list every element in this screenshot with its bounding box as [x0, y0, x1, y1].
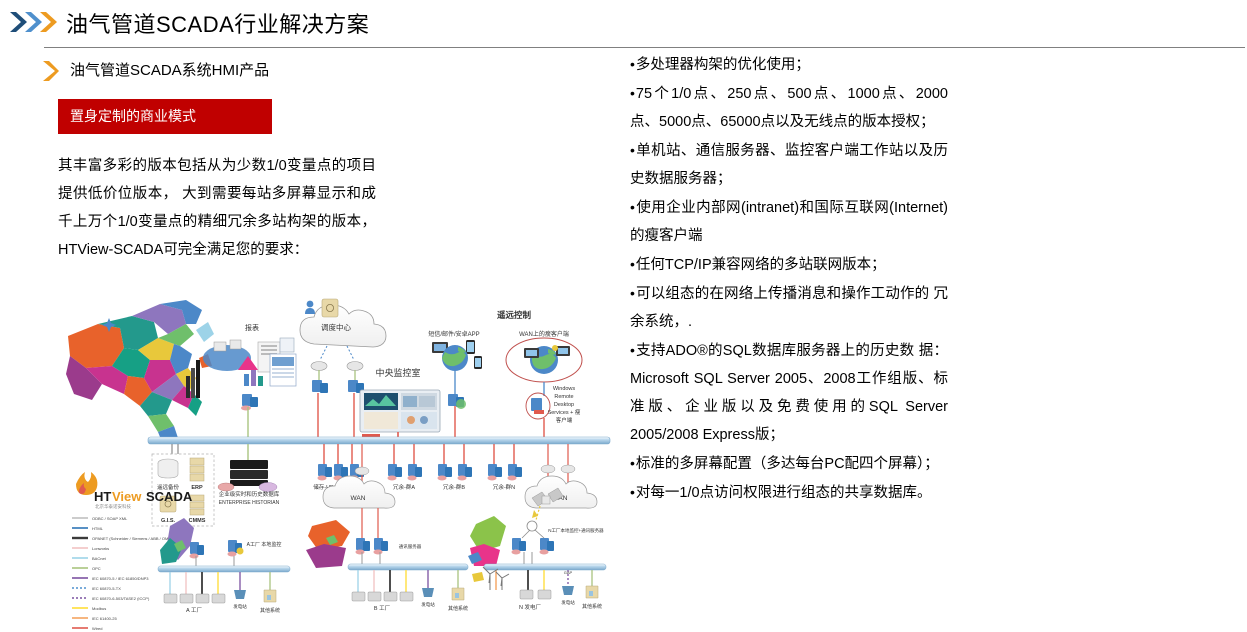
list-item: 单机站、通信服务器、监控客户端工作站以及历史数据服务器；	[630, 136, 948, 193]
svg-text:N工厂本地监控+通讯服务器: N工厂本地监控+通讯服务器	[548, 527, 604, 534]
svg-text:SCADA: SCADA	[146, 489, 193, 504]
svg-text:中央监控室: 中央监控室	[375, 367, 420, 378]
svg-text:GAP: GAP	[564, 570, 573, 575]
left-text-column: 其丰富多彩的版本包括从为少数1/0变量点的项目提供低价位版本， 大到需要每站多屏…	[58, 152, 376, 264]
svg-text:OPC: OPC	[92, 566, 101, 571]
header-divider	[44, 47, 1245, 48]
svg-text:B 工厂: B 工厂	[374, 605, 391, 612]
svg-text:其他系统: 其他系统	[582, 603, 602, 610]
svg-text:View: View	[112, 489, 142, 504]
plant-b-site: 通讯服务器 B 工厂 发电站 其他系统	[306, 508, 469, 612]
svg-text:Modbus: Modbus	[92, 606, 106, 611]
svg-text:Lonworks: Lonworks	[92, 546, 109, 551]
svg-text:短信/邮件/安卓APP: 短信/邮件/安卓APP	[428, 330, 479, 338]
list-item: 标准的多屏幕配置（多达每台PC配四个屏幕）；	[630, 449, 948, 478]
htview-scada-logo: HT View SCADA 北京华泰诺安科技	[76, 472, 193, 510]
svg-text:CMMS: CMMS	[189, 518, 206, 524]
svg-text:北京华泰诺安科技: 北京华泰诺安科技	[95, 503, 131, 510]
svg-text:ODBC / SOAP XML: ODBC / SOAP XML	[92, 516, 128, 521]
svg-text:IEC 60870-5 / IEC 61850/DNP3: IEC 60870-5 / IEC 61850/DNP3	[92, 576, 149, 581]
svg-text:Windows: Windows	[553, 386, 576, 392]
svg-text:HT: HT	[94, 489, 111, 504]
svg-text:发电站: 发电站	[561, 599, 575, 606]
central-control-room-node: 中央监控室	[359, 367, 441, 438]
svg-text:A 工厂: A 工厂	[186, 607, 202, 614]
svg-text:冗余-群A: 冗余-群A	[393, 483, 415, 491]
triple-chevron-right-icon	[8, 10, 58, 34]
list-item: 使用企业内部网(intranet)和国际互联网(Internet)的瘦客户端	[630, 193, 948, 250]
list-item: 支持ADO®的SQL数据库服务器上的历史数 据：Microsoft SQL Se…	[630, 336, 948, 449]
redundant-cluster-a: 冗余-群A	[387, 444, 422, 491]
svg-text:A工厂 本地监控: A工厂 本地监控	[247, 541, 282, 548]
list-item: 75个1/0点、250点、500点、1000点、2000 点、5000点、650…	[630, 79, 948, 136]
svg-text:Remote: Remote	[554, 394, 573, 400]
svg-text:客户端: 客户端	[556, 416, 573, 424]
svg-text:其他系统: 其他系统	[448, 605, 468, 612]
page-header: 油气管道SCADA行业解决方案	[0, 0, 1247, 48]
svg-text:报表: 报表	[245, 323, 259, 332]
status-badge: 置身定制的商业模式	[58, 99, 272, 134]
redundant-cluster-b: 冗余-群B	[437, 444, 472, 491]
enterprise-bus	[147, 436, 611, 445]
mobile-clients-node: 短信/邮件/安卓APP	[428, 330, 482, 438]
plant-n-site: N工厂本地监控+通讯服务器 GAP N 发电	[468, 487, 607, 611]
feature-bullet-list: 多处理器构架的优化使用； 75个1/0点、250点、500点、1000点、200…	[630, 50, 948, 507]
svg-text:Desktop: Desktop	[554, 402, 574, 408]
svg-text:发电站: 发电站	[421, 601, 435, 608]
list-item: 任何TCP/IP兼容网络的多站联网版本；	[630, 250, 948, 279]
enterprise-historian-node: 企业级实时和历史数据库 ENTERPRISE HISTORIAN	[217, 444, 280, 506]
chevron-right-icon	[40, 60, 60, 82]
svg-text:IEC 60870-6-503/TASE2 (ICCP): IEC 60870-6-503/TASE2 (ICCP)	[92, 596, 150, 601]
svg-text:WAN: WAN	[553, 495, 568, 502]
diagram-canvas: 报表	[66, 298, 611, 630]
wan-thin-client-node: WAN上的瘦客户端 Windows Remote Desktop Service…	[505, 330, 583, 438]
protocol-legend: ODBC / SOAP XML HTML OPANET (Schneider /…	[72, 516, 186, 630]
list-item: 对每一1/0点访问权限进行组态的共享数据库。	[630, 478, 948, 507]
svg-text:发电站: 发电站	[233, 603, 247, 610]
svg-text:调度中心: 调度中心	[321, 322, 351, 332]
intro-paragraph: 其丰富多彩的版本包括从为少数1/0变量点的项目提供低价位版本， 大到需要每站多屏…	[58, 158, 376, 258]
sub-header-title: 油气管道SCADA系统HMI产品	[70, 62, 270, 79]
svg-text:其他系统: 其他系统	[260, 607, 280, 614]
svg-text:IEC 60870-5-TX: IEC 60870-5-TX	[92, 586, 121, 591]
scada-architecture-diagram: 报表	[62, 298, 614, 630]
reports-node: 报表	[203, 323, 297, 438]
svg-text:企业级实时和历史数据库: 企业级实时和历史数据库	[219, 490, 280, 498]
remote-control-label: 遥远控制	[497, 310, 532, 320]
sub-header: 油气管道SCADA系统HMI产品	[40, 58, 560, 88]
svg-text:BACnet: BACnet	[92, 556, 107, 561]
list-item: 可以组态的在网络上传播消息和操作工动作的 冗余系统，.	[630, 279, 948, 336]
svg-text:N 发电厂: N 发电厂	[519, 603, 542, 611]
svg-text:ENTERPRISE HISTORIAN: ENTERPRISE HISTORIAN	[219, 500, 280, 506]
page-title: 油气管道SCADA行业解决方案	[66, 12, 370, 37]
china-map-graphic	[66, 300, 214, 442]
svg-text:WAN: WAN	[351, 495, 366, 502]
svg-text:Services + 瘦: Services + 瘦	[548, 408, 581, 416]
svg-text:通讯服务器: 通讯服务器	[399, 543, 422, 550]
wan-cloud-left: WAN	[322, 444, 396, 509]
svg-text:遥远备份: 遥远备份	[157, 483, 180, 491]
list-item: 多处理器构架的优化使用；	[630, 50, 948, 79]
svg-text:IEC 61400-25: IEC 61400-25	[92, 616, 117, 621]
svg-text:HTML: HTML	[92, 526, 104, 531]
svg-text:OPANET (Schneider / Siemens /: OPANET (Schneider / Siemens / ABB / OMRO…	[92, 536, 186, 541]
svg-text:ERP: ERP	[191, 485, 203, 491]
svg-text:冗余-群B: 冗余-群B	[443, 483, 465, 491]
svg-text:WAN上的瘦客户端: WAN上的瘦客户端	[519, 330, 569, 338]
svg-text:冗余-群N: 冗余-群N	[493, 483, 515, 491]
plant-a-site: A工厂 本地监控 A 工厂 发电站 其他系统	[157, 518, 291, 614]
redundant-cluster-n: 冗余-群N	[487, 444, 522, 491]
backup-erp-group: 遥远备份 ERP G.I.S. CMMS	[151, 444, 215, 527]
svg-text:Wired: Wired	[92, 626, 102, 630]
svg-text:G.I.S.: G.I.S.	[161, 518, 176, 524]
